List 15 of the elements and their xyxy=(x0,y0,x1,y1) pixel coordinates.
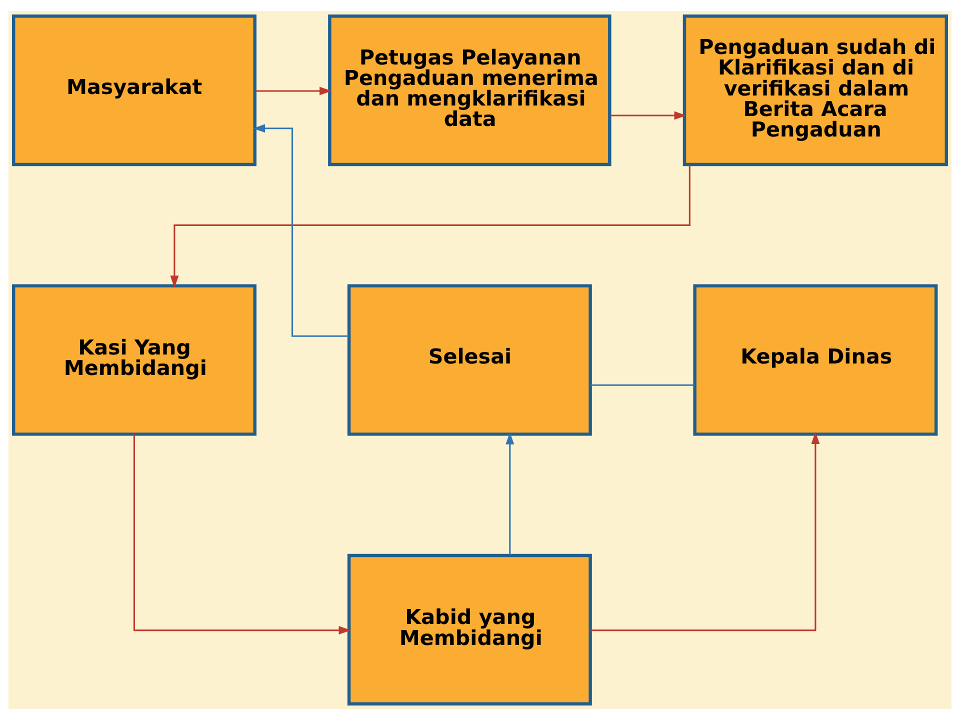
node-box: Petugas Pelayanan Pengaduan menerima dan mengklarifikasi data xyxy=(328,14,612,166)
arrow xyxy=(170,164,690,288)
arrow xyxy=(133,434,351,635)
node-box: Kabid yang Membidangi xyxy=(347,554,592,706)
connector xyxy=(590,384,695,386)
node-box: Pengaduan sudah di Klarifikasi dan di verifikasi dalam Berita Acara Pengaduan xyxy=(682,14,948,166)
arrow xyxy=(506,432,514,556)
arrow xyxy=(590,432,820,632)
arrow xyxy=(255,86,332,96)
node-box: Kasi Yang Membidangi xyxy=(12,284,256,436)
node-box: Masyarakat xyxy=(12,14,256,166)
arrow xyxy=(252,124,349,337)
node-box: Selesai xyxy=(347,284,592,436)
node-box: Kepala Dinas xyxy=(693,284,938,436)
arrow xyxy=(610,111,686,120)
